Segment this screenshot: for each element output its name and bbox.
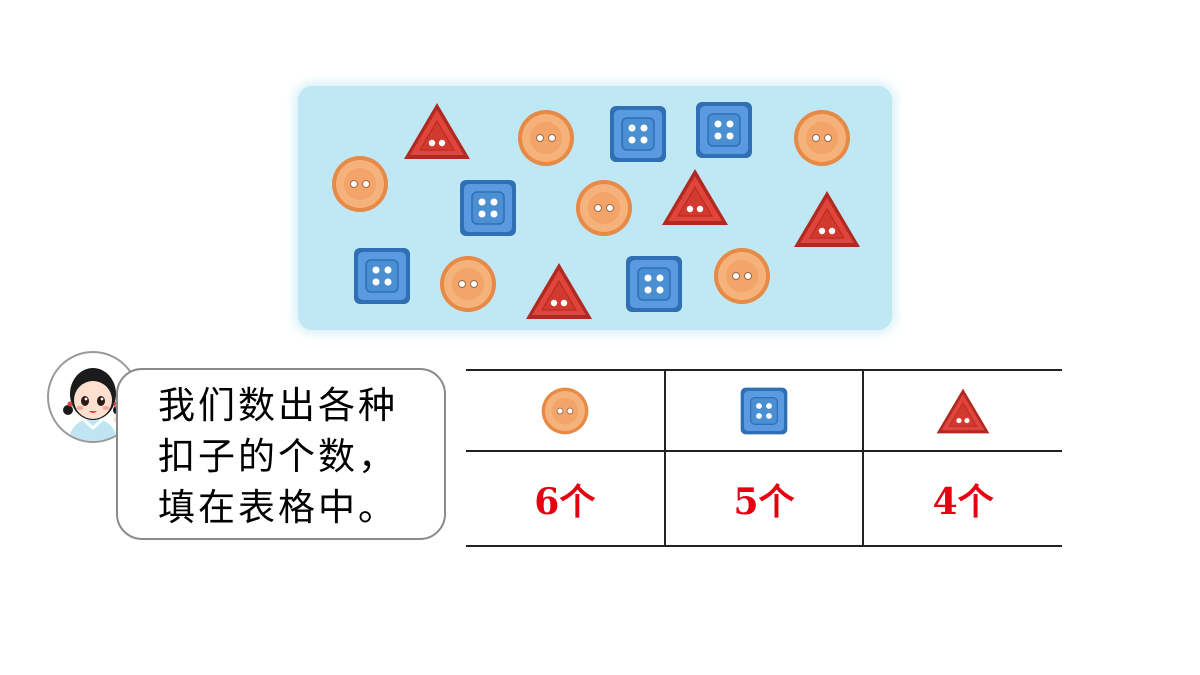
round-button-icon — [792, 108, 852, 168]
square-button-icon — [739, 386, 789, 436]
round-button-icon — [574, 178, 634, 238]
round-button-icon — [438, 254, 498, 314]
square-button-icon — [352, 246, 412, 306]
square-button-icon — [458, 178, 518, 238]
table-header-cell — [663, 369, 865, 452]
round-button-icon — [516, 108, 576, 168]
square-count: 5个 — [733, 480, 795, 523]
table-header-row — [466, 369, 1062, 452]
buttons-panel — [298, 86, 892, 330]
square-button-icon — [624, 254, 684, 314]
round-count: 6个 — [534, 480, 596, 523]
table-cell: 6个 — [466, 451, 666, 547]
count-table: 6个 5个 4个 — [466, 369, 1062, 547]
triangle-button-icon — [792, 188, 862, 250]
table-row: 6个 5个 4个 — [466, 451, 1062, 547]
triangle-button-icon — [402, 100, 472, 162]
speech-line-2: 扣子的个数， — [158, 435, 398, 478]
round-button-icon — [330, 154, 390, 214]
triangle-button-icon — [524, 260, 594, 322]
table-header-cell — [862, 369, 1062, 452]
round-button-icon — [712, 246, 772, 306]
triangle-button-icon — [660, 166, 730, 228]
speech-line-1: 我们数出各种 — [158, 384, 398, 427]
speech-line-3: 填在表格中。 — [158, 486, 398, 529]
table-header-cell — [466, 369, 666, 452]
round-button-icon — [540, 386, 590, 436]
girl-avatar-icon — [47, 351, 139, 443]
triangle-button-icon — [935, 387, 991, 435]
table-cell: 5个 — [663, 451, 865, 547]
square-button-icon — [694, 100, 754, 160]
triangle-count: 4个 — [932, 480, 994, 523]
speech-text: 我们数出各种 扣子的个数， 填在表格中。 — [158, 380, 438, 533]
table-cell: 4个 — [862, 451, 1062, 547]
square-button-icon — [608, 104, 668, 164]
speech-bubble — [116, 368, 446, 540]
